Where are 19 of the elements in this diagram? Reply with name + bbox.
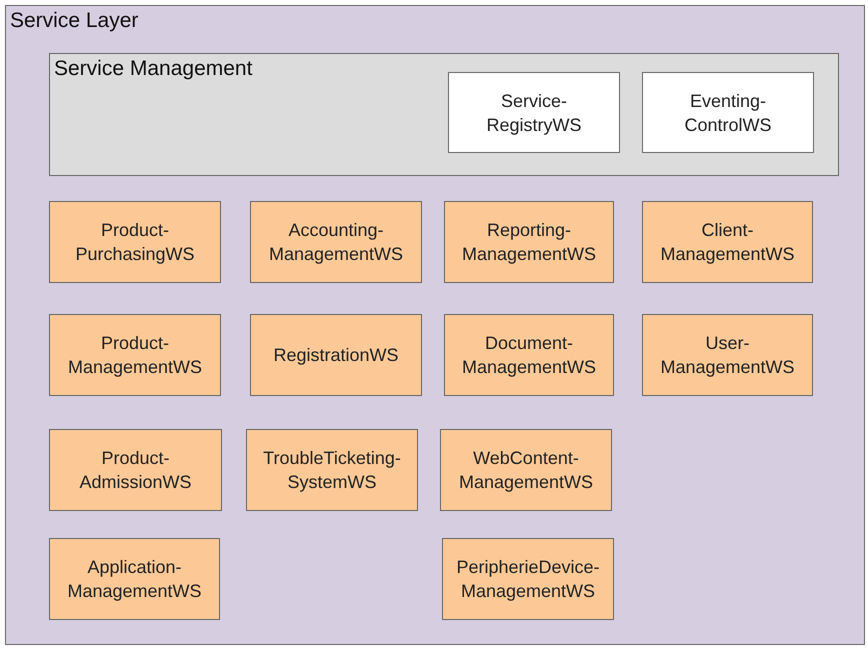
service-box: Product-PurchasingWS — [49, 201, 221, 283]
service-box: Document-ManagementWS — [444, 314, 614, 396]
service-box: Product-ManagementWS — [49, 314, 221, 396]
service-box: Reporting-ManagementWS — [444, 201, 614, 283]
panel-title: Service Management — [54, 57, 252, 81]
management-panel — [49, 53, 839, 176]
service-box: Eventing-ControlWS — [642, 72, 814, 153]
service-box: PeripherieDevice-ManagementWS — [442, 538, 614, 620]
service-box: Product-AdmissionWS — [49, 429, 222, 511]
service-box: WebContent-ManagementWS — [440, 429, 612, 511]
layer-panel — [5, 5, 865, 645]
panel-title: Service Layer — [10, 9, 138, 33]
service-box: Client-ManagementWS — [642, 201, 813, 283]
service-box: Accounting-ManagementWS — [250, 201, 422, 283]
service-box: User-ManagementWS — [642, 314, 813, 396]
service-box: TroubleTicketing-SystemWS — [246, 429, 418, 511]
service-box: Application-ManagementWS — [49, 538, 220, 620]
service-box: Service-RegistryWS — [448, 72, 620, 153]
service-box: RegistrationWS — [250, 314, 422, 396]
